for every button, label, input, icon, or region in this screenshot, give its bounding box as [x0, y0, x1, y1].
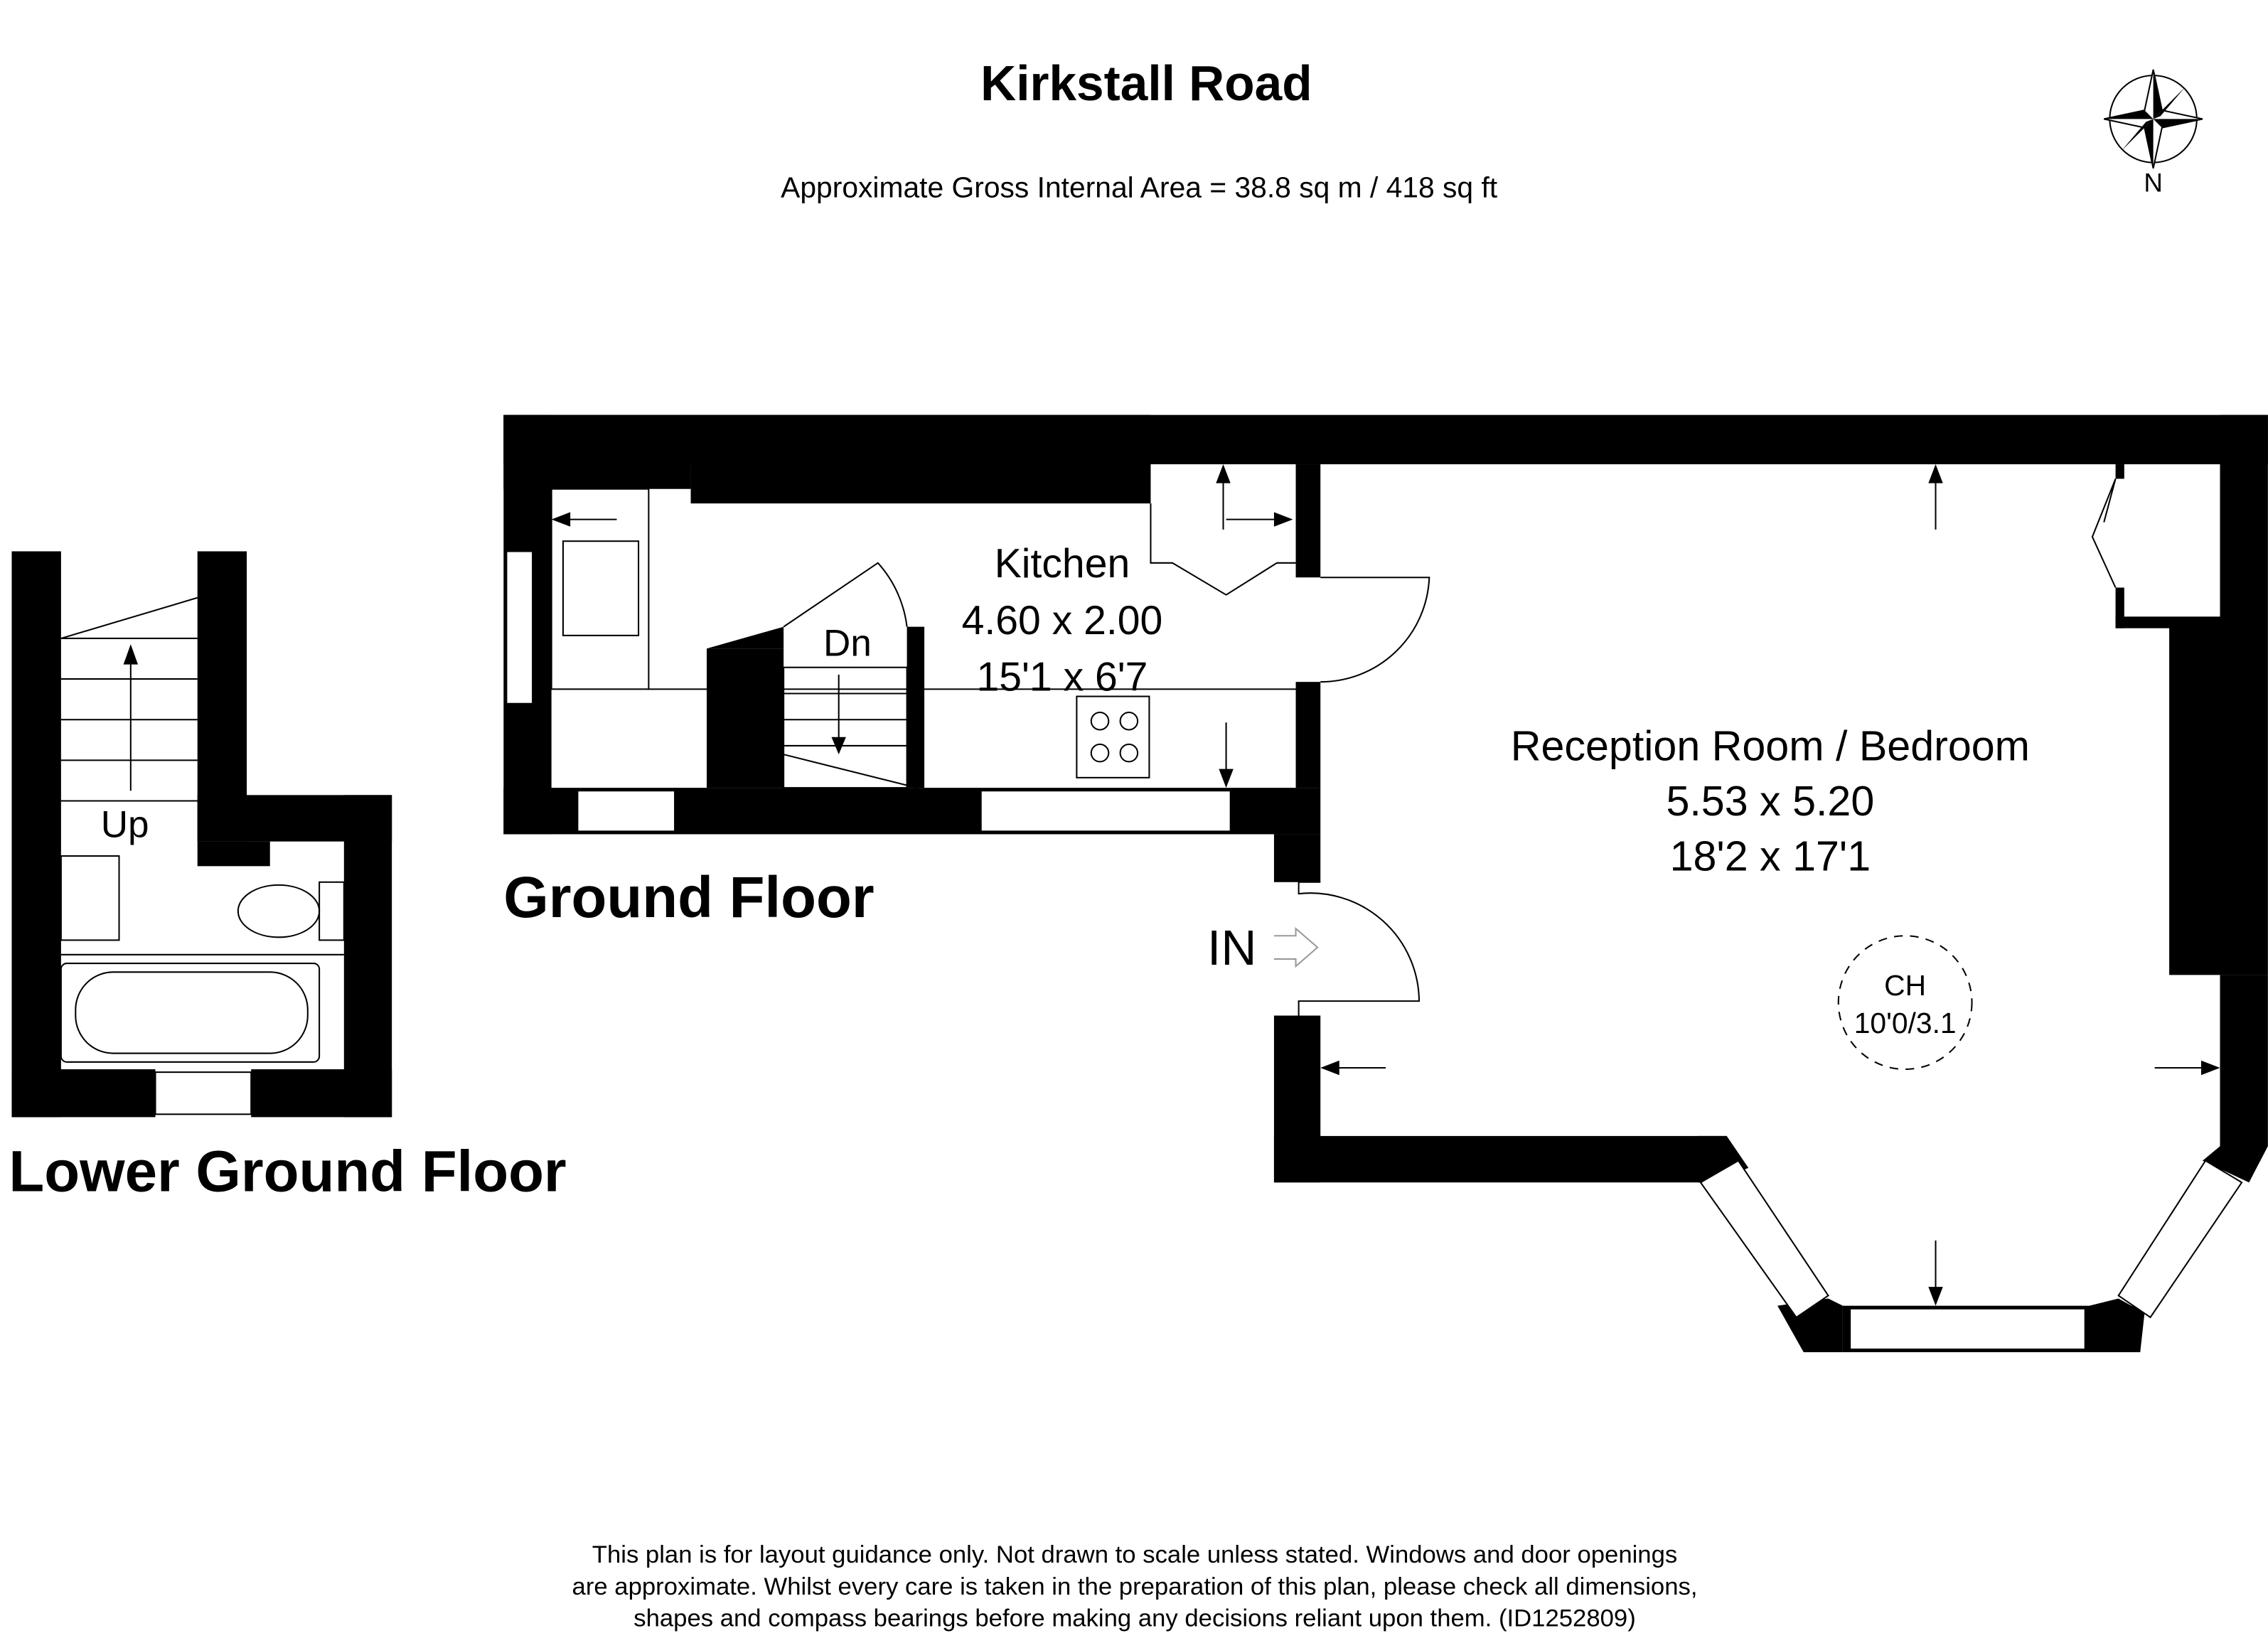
windows — [154, 550, 2243, 1350]
stairs-down-label: Dn — [823, 622, 872, 664]
kitchen-metric: 4.60 x 2.00 — [962, 598, 1163, 643]
svg-text:This plan is for layout guidan: This plan is for layout guidance only. N… — [592, 1541, 1677, 1568]
ceiling-height-label: CH — [1884, 969, 1926, 1002]
disclaimer: This plan is for layout guidance only. N… — [572, 1541, 1698, 1632]
entrance-label: IN — [1207, 920, 1256, 975]
svg-text:are approximate. Whilst every: are approximate. Whilst every care is ta… — [572, 1573, 1698, 1600]
fixtures — [550, 464, 2220, 1306]
reception-name: Reception Room / Bedroom — [1511, 722, 2030, 769]
lower-ground-floor-label: Lower Ground Floor — [9, 1139, 566, 1204]
reception-imperial: 18'2 x 17'1 — [1670, 832, 1871, 879]
kitchen-name: Kitchen — [995, 541, 1130, 587]
ceiling-height-value: 10'0/3.1 — [1854, 1007, 1957, 1039]
hob-icon — [1076, 695, 1150, 778]
stairs-up-label: Up — [101, 804, 149, 846]
lower-fixtures — [60, 596, 345, 1063]
kitchen-imperial: 15'1 x 6'7 — [976, 654, 1148, 700]
svg-text:shapes and compass bearings be: shapes and compass bearings before makin… — [633, 1605, 1636, 1632]
compass-north-label: N — [2144, 168, 2163, 197]
lower-ground-floor-walls — [11, 551, 392, 1118]
compass-rose-icon: N — [2104, 69, 2203, 197]
ground-floor-label: Ground Floor — [503, 865, 874, 930]
plan-title: Kirkstall Road — [980, 55, 1312, 111]
gross-area: Approximate Gross Internal Area = 38.8 s… — [781, 171, 1498, 204]
reception-metric: 5.53 x 5.20 — [1666, 777, 1874, 825]
